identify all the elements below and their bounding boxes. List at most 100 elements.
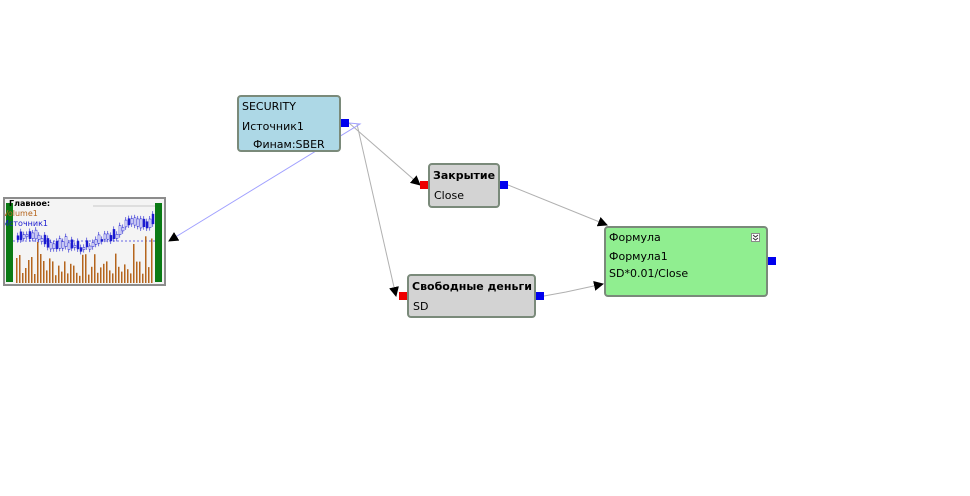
chart-volume-bar bbox=[100, 267, 102, 283]
connection-close-to-formula bbox=[507, 184, 608, 227]
chart-candle-body bbox=[67, 242, 71, 250]
chart-volume-bar bbox=[145, 236, 147, 283]
connection-security-to-chart bbox=[168, 122, 362, 242]
chart-candle-body bbox=[64, 236, 68, 247]
chart-candle-body bbox=[115, 234, 119, 239]
chart-candle-body bbox=[40, 238, 44, 242]
close-node-value: Close bbox=[434, 189, 464, 202]
chart-volume-bar bbox=[130, 273, 132, 283]
chart-candle-body bbox=[139, 218, 143, 229]
formula-expression: SD*0.01/Close bbox=[609, 267, 689, 280]
chart-candle-body bbox=[52, 243, 56, 249]
chart-candle-body bbox=[91, 242, 95, 247]
chart-volume-bar bbox=[40, 254, 42, 283]
chart-volume-bar bbox=[85, 254, 87, 283]
chart-candle-body bbox=[100, 239, 104, 242]
chart-volume-bar bbox=[55, 275, 57, 283]
chart-candle-body bbox=[151, 213, 155, 225]
chart-candle-body bbox=[94, 239, 98, 245]
chart-volume-bar bbox=[82, 254, 84, 283]
security-name: Источник1 bbox=[242, 120, 304, 133]
chart-candle-body bbox=[142, 218, 146, 227]
chart-volume-bar bbox=[64, 261, 66, 283]
chart-candle-body bbox=[124, 219, 128, 228]
chart-volume-bar bbox=[70, 263, 72, 283]
chart-volume-bar bbox=[61, 271, 63, 283]
chart-volume-bar bbox=[97, 272, 99, 283]
chart-volume-bar bbox=[31, 257, 33, 283]
free-money-node[interactable]: Свободные деньги SD bbox=[407, 274, 536, 318]
chart-node[interactable]: Главное: Volume1 Источник1 bbox=[3, 197, 166, 286]
chart-volume-bar bbox=[148, 267, 150, 283]
chart-volume-bar bbox=[67, 273, 69, 283]
connection-security-to-close bbox=[348, 122, 421, 186]
chart-candle-body bbox=[28, 231, 32, 239]
chart-candle-body bbox=[25, 234, 29, 238]
chart-candle-body bbox=[34, 229, 38, 240]
connection-security-to-free-money bbox=[356, 123, 399, 297]
chart-candle-body bbox=[145, 221, 149, 229]
chart-candle-body bbox=[73, 245, 77, 248]
chart-volume-bar bbox=[139, 261, 141, 283]
free-money-output-port[interactable] bbox=[536, 292, 544, 300]
chart-right-marker bbox=[155, 203, 162, 282]
chart-candle-body bbox=[46, 238, 50, 248]
security-output-port[interactable] bbox=[341, 119, 349, 127]
chart-volume-bar bbox=[124, 264, 126, 283]
chart-volume-bar bbox=[73, 265, 75, 283]
chart-candle-body bbox=[58, 238, 62, 249]
chevron-double-down-icon[interactable] bbox=[751, 233, 760, 242]
chart-volume-bar bbox=[25, 268, 27, 283]
chart-candle-body bbox=[121, 227, 125, 232]
close-node[interactable]: Закрытие Close bbox=[428, 163, 500, 208]
chart-candle-body bbox=[16, 235, 20, 240]
chart-volume-bar bbox=[133, 244, 135, 283]
chart-candle-body bbox=[109, 235, 113, 242]
chart-candle-body bbox=[97, 234, 101, 244]
formula-output-port[interactable] bbox=[768, 257, 776, 265]
chart-volume-bar bbox=[112, 273, 114, 283]
formula-node[interactable]: Формула Формула1 SD*0.01/Close bbox=[604, 226, 768, 297]
chart-volume-bar bbox=[19, 255, 21, 283]
chart-candle-body bbox=[88, 245, 92, 250]
close-input-port[interactable] bbox=[420, 181, 428, 189]
chart-candle-body bbox=[106, 233, 110, 240]
chart-volume-bar bbox=[88, 274, 90, 283]
chart-volume-bar bbox=[136, 261, 138, 283]
security-type-label: SECURITY bbox=[242, 100, 296, 113]
chart-volume-bar bbox=[103, 263, 105, 283]
chart-candle-body bbox=[103, 233, 107, 240]
chart-candle-body bbox=[76, 241, 80, 250]
chart-volume-bar bbox=[49, 258, 51, 283]
chart-volume-bar bbox=[76, 272, 78, 283]
formula-type-label: Формула bbox=[609, 231, 661, 244]
chart-candle-body bbox=[22, 234, 26, 239]
chart-volume-bar bbox=[91, 266, 93, 283]
chart-candle-body bbox=[82, 247, 86, 250]
security-instrument: Финам:SBER bbox=[253, 138, 325, 151]
chart-volume-bar bbox=[52, 261, 54, 283]
security-node[interactable]: SECURITY Источник1 Финам:SBER bbox=[237, 95, 341, 152]
chart-thumbnail bbox=[6, 203, 162, 283]
chart-volume-bar bbox=[127, 269, 129, 283]
formula-name: Формула1 bbox=[609, 250, 668, 263]
chart-volume-bar bbox=[106, 261, 108, 283]
chart-candle-body bbox=[127, 218, 131, 226]
close-output-port[interactable] bbox=[500, 181, 508, 189]
chart-volume-bar bbox=[58, 265, 60, 283]
chart-candle-body bbox=[70, 239, 74, 249]
free-money-node-title: Свободные деньги bbox=[412, 280, 532, 293]
chart-series-volume: Volume1 bbox=[3, 209, 38, 218]
chart-candle-body bbox=[43, 234, 47, 245]
chart-volume-bar bbox=[142, 273, 144, 283]
chart-candle-body bbox=[19, 231, 23, 241]
chart-volume-bar bbox=[109, 270, 111, 283]
free-money-input-port[interactable] bbox=[399, 292, 407, 300]
chart-candle-body bbox=[148, 218, 152, 228]
chart-left-marker bbox=[6, 203, 13, 282]
chart-volume-bar bbox=[16, 258, 18, 283]
chart-candle-body bbox=[49, 242, 53, 250]
chart-volume-bar bbox=[37, 242, 39, 283]
chart-candle-body bbox=[136, 218, 140, 227]
